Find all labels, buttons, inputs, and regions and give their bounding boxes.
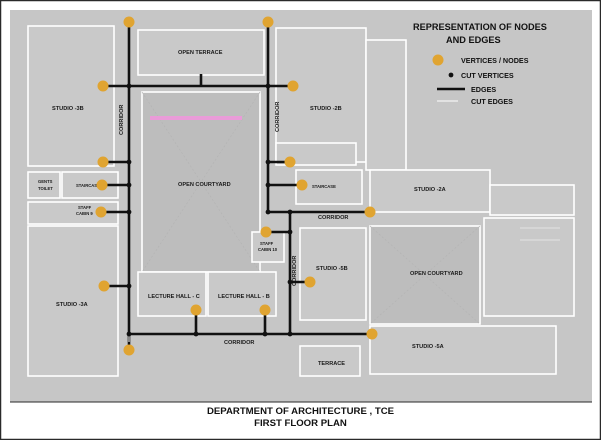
label-corridor-bottom: CORRIDOR xyxy=(224,340,254,346)
cut-vertex-9 xyxy=(287,209,293,215)
studio-5a-room xyxy=(369,325,557,375)
right-wing-room xyxy=(483,217,575,317)
courtyard-right-diagonal-2 xyxy=(369,225,481,325)
corridor-labels-layer: CORRIDOR CORRIDOR CORRIDOR CORRIDOR CORR… xyxy=(119,102,348,346)
node-staff-cabin-10 xyxy=(260,226,272,238)
cut-vertex-5 xyxy=(126,182,132,188)
label-studio-5a: STUDIO -5A xyxy=(412,344,444,350)
legend-cut-vertex-icon xyxy=(448,72,454,78)
studio-2a-room xyxy=(369,169,491,213)
label-studio-3b: STUDIO -3B xyxy=(52,106,84,112)
label-studio-2a: STUDIO -2A xyxy=(414,187,446,193)
label-staff-cabin-10-2: CABIN 10 xyxy=(258,247,278,252)
cut-vertex-4 xyxy=(265,159,271,165)
pink-marker xyxy=(150,116,242,120)
legend-node-icon xyxy=(432,54,444,66)
label-studio-3a: STUDIO -3A xyxy=(56,302,88,308)
cut-vertex-6 xyxy=(265,182,271,188)
node-staircase-left xyxy=(96,179,108,191)
legend-title-line2: AND EDGES xyxy=(446,35,501,45)
node-top-middle xyxy=(262,16,274,28)
label-gents-toilet-1: GENTS xyxy=(38,179,53,184)
rooms-layer xyxy=(27,25,575,377)
node-bottom-left xyxy=(123,344,135,356)
cut-vertex-8 xyxy=(265,209,271,215)
studio-3b-room xyxy=(27,25,115,167)
terrace-room xyxy=(299,345,361,377)
cut-vertex-12 xyxy=(287,279,293,285)
node-studio-2a xyxy=(364,206,376,218)
node-studio-5a xyxy=(366,328,378,340)
small-office-room xyxy=(275,142,357,166)
node-left-162 xyxy=(97,156,109,168)
node-studio-3b xyxy=(97,80,109,92)
legend-edges-label: EDGES xyxy=(471,85,496,94)
node-top-left xyxy=(123,16,135,28)
label-open-courtyard-right: OPEN COURTYARD xyxy=(410,271,463,277)
gents-toilet-room xyxy=(27,171,61,199)
cut-vertex-16 xyxy=(287,331,293,337)
open-courtyard-left-room xyxy=(141,91,261,273)
caption-line2: FIRST FLOOR PLAN xyxy=(254,418,347,429)
label-studio-2b: STUDIO -2B xyxy=(310,106,342,112)
node-lecture-hall-b xyxy=(259,304,271,316)
open-terrace-room xyxy=(137,29,265,76)
studio-5b-room xyxy=(299,227,367,321)
node-studio-2b xyxy=(287,80,299,92)
label-terrace: TERRACE xyxy=(318,361,345,367)
label-staff-cabin-9-2: CABIN 9 xyxy=(76,211,93,216)
cut-vertex-13 xyxy=(126,331,132,337)
caption-line1: DEPARTMENT OF ARCHITECTURE , TCE xyxy=(207,406,395,417)
label-staff-cabin-10-1: STAFF xyxy=(260,241,274,246)
label-staff-cabin-9-1: STAFF xyxy=(78,205,92,210)
upper-right-room xyxy=(365,39,407,171)
legend-cut-vertices-label: CUT VERTICES xyxy=(461,71,514,80)
label-lecture-hall-c: LECTURE HALL - C xyxy=(148,294,200,300)
studio-3a-room xyxy=(27,225,119,377)
node-mid-162 xyxy=(284,156,296,168)
legend: REPRESENTATION OF NODES AND EDGES VERTIC… xyxy=(413,22,547,106)
legend-nodes-label: VERTICES / NODES xyxy=(461,56,529,65)
right-annex-room xyxy=(489,184,575,216)
label-corridor-upper: CORRIDOR xyxy=(318,215,348,221)
label-studio-5b: STUDIO -5B xyxy=(316,266,348,272)
studio-2b-room xyxy=(275,27,367,163)
node-studio-3a xyxy=(98,280,110,292)
label-corridor-middle: CORRIDOR xyxy=(275,102,281,132)
cut-vertex-2 xyxy=(265,83,271,89)
nodes-layer xyxy=(95,16,378,356)
label-gents-toilet-2: TOILET xyxy=(38,186,53,191)
cut-vertex-7 xyxy=(126,209,132,215)
cut-vertex-1 xyxy=(126,83,132,89)
node-studio-5b xyxy=(304,276,316,288)
room-labels-layer: OPEN TERRACE STUDIO -3B STUDIO -2B GENTS… xyxy=(38,50,463,367)
cut-vertex-3 xyxy=(126,159,132,165)
node-staircase-right xyxy=(296,179,308,191)
caption: DEPARTMENT OF ARCHITECTURE , TCE FIRST F… xyxy=(207,406,395,429)
label-staircase-right: STAIRCASE xyxy=(312,184,336,189)
label-corridor-lower: CORRIDOR xyxy=(292,256,298,286)
label-staircase-left: STAIRCASE xyxy=(76,183,100,188)
node-lecture-hall-c xyxy=(190,304,202,316)
legend-title-line1: REPRESENTATION OF NODES xyxy=(413,22,547,32)
label-corridor-left: CORRIDOR xyxy=(119,105,125,135)
label-open-terrace: OPEN TERRACE xyxy=(178,50,223,56)
label-lecture-hall-b: LECTURE HALL - B xyxy=(218,294,270,300)
label-open-courtyard-left: OPEN COURTYARD xyxy=(178,182,231,188)
cut-vertices-layer xyxy=(126,83,293,337)
cut-vertex-14 xyxy=(193,331,199,337)
node-staff-cabin-9 xyxy=(95,206,107,218)
cut-vertex-15 xyxy=(262,331,268,337)
cut-vertex-11 xyxy=(126,283,132,289)
legend-cut-edges-label: CUT EDGES xyxy=(471,97,513,106)
cut-vertex-10 xyxy=(287,229,293,235)
